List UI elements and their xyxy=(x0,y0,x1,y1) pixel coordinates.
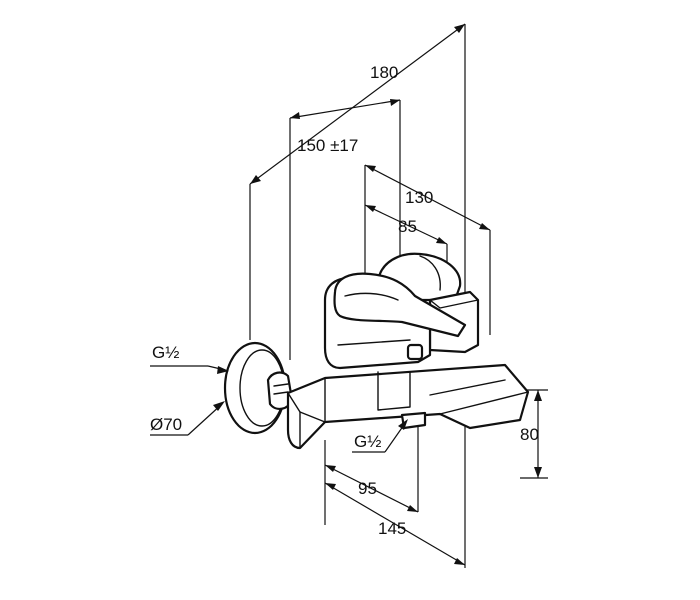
label-95: 95 xyxy=(358,479,377,498)
arrow-145-start xyxy=(325,483,336,490)
arrow-150-end xyxy=(390,99,400,106)
dimension-labels: 180 150 ±17 130 85 80 95 145 xyxy=(297,63,539,538)
arrow-80-end xyxy=(534,467,542,478)
dimension-lines xyxy=(249,23,542,566)
arrow-180-start xyxy=(250,175,261,184)
extension-lines xyxy=(249,24,548,568)
dim-line-180 xyxy=(249,23,466,185)
dim-line-150 xyxy=(289,99,401,119)
arrow-80-start xyxy=(534,390,542,401)
arrow-85-start xyxy=(365,205,376,212)
leader-dia xyxy=(187,403,223,436)
label-85: 85 xyxy=(398,217,417,236)
label-rosette-diameter: Ø70 xyxy=(150,415,182,434)
label-outlet-thread: G½ xyxy=(354,432,381,451)
dim-line-130 xyxy=(364,164,491,231)
label-inlet-thread: G½ xyxy=(152,343,179,362)
diverter-knob xyxy=(406,343,424,361)
label-130: 130 xyxy=(405,188,433,207)
callout-leaders xyxy=(150,365,408,453)
label-150: 150 ±17 xyxy=(297,136,358,155)
dim-line-145 xyxy=(324,482,466,566)
dim-line-85 xyxy=(364,204,448,245)
callout-labels: G½ Ø70 G½ xyxy=(150,343,381,451)
wall-rosette xyxy=(223,341,294,435)
arrow-180-end xyxy=(454,24,465,33)
arrow-g-inlet xyxy=(217,366,229,374)
label-180: 180 xyxy=(370,63,398,82)
arrow-95-end xyxy=(407,505,418,512)
arrow-130-end xyxy=(479,223,490,230)
dim-line-95 xyxy=(324,464,419,513)
faucet-drawing xyxy=(223,252,530,450)
lever-handle xyxy=(333,272,467,338)
arrow-85-end xyxy=(436,237,447,244)
spout xyxy=(286,363,530,450)
arrow-150-start xyxy=(290,112,300,119)
label-145: 145 xyxy=(378,519,406,538)
label-80: 80 xyxy=(520,425,539,444)
arrow-145-end xyxy=(454,558,465,565)
arrow-130-start xyxy=(365,165,376,172)
arrow-95-start xyxy=(325,465,336,472)
arrow-g-outlet xyxy=(398,419,408,430)
arrow-dia xyxy=(213,401,225,411)
